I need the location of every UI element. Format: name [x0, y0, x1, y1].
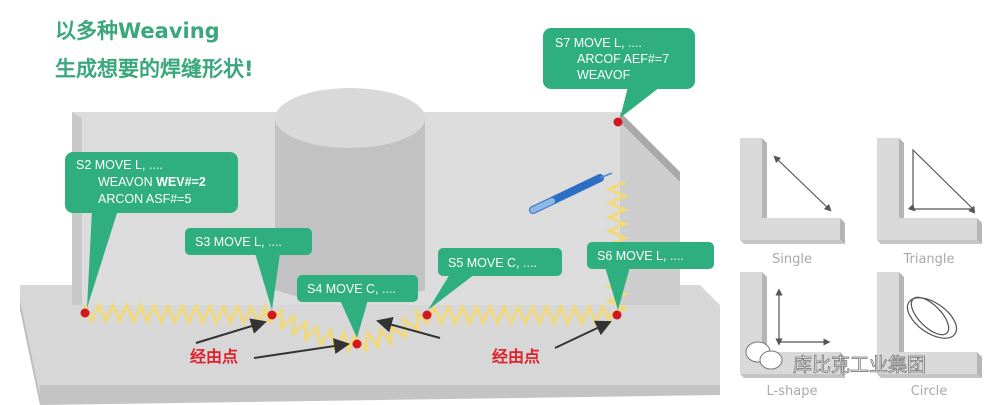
title-line-2: 生成想要的焊缝形状!	[55, 57, 254, 81]
weave-zigzag	[83, 180, 629, 355]
title-line-1: 以多种Weaving	[55, 19, 220, 43]
callout-s5: S5 MOVE C, ....	[428, 248, 562, 310]
svg-text:ARCOF AEF#=7: ARCOF AEF#=7	[577, 52, 669, 66]
welding-torch-icon	[529, 172, 613, 214]
pattern-label-l-shape: L-shape	[767, 384, 818, 399]
pattern-label-single: Single	[772, 252, 812, 267]
weave-pattern-circle	[877, 272, 982, 378]
teach-points	[80, 117, 623, 349]
pattern-motions	[773, 148, 973, 346]
svg-text:S6 MOVE L, ....: S6 MOVE L, ....	[597, 249, 684, 263]
via-arrows	[195, 316, 612, 359]
pattern-label-circle: Circle	[911, 384, 948, 399]
callout-s6: S6 MOVE L, ....	[587, 242, 714, 310]
svg-text:ARCON ASF#=5: ARCON ASF#=5	[98, 192, 191, 206]
callout-s3: S3 MOVE L, ....	[185, 228, 312, 310]
callout-s4: S4 MOVE C, ....	[297, 275, 418, 338]
via-point-label-right: 经由点	[492, 347, 540, 366]
weave-bead	[83, 180, 629, 355]
callout-s7: S7 MOVE L, .... ARCOF AEF#=7 WEAVOF	[543, 28, 695, 118]
svg-text:WEAVON WEV#=2: WEAVON WEV#=2	[98, 175, 206, 189]
svg-text:S3 MOVE L, ....: S3 MOVE L, ....	[195, 235, 282, 249]
watermark: 库比克工业集团	[793, 354, 926, 376]
svg-text:S5 MOVE C, ....: S5 MOVE C, ....	[448, 256, 537, 270]
callout-s2: S2 MOVE L, .... WEAVON WEV#=2 ARCON ASF#…	[65, 152, 238, 308]
wechat-icon	[745, 341, 783, 370]
svg-text:S4 MOVE C, ....: S4 MOVE C, ....	[307, 282, 396, 296]
svg-text:WEAVOF: WEAVOF	[577, 68, 631, 82]
svg-text:S2 MOVE L, ....: S2 MOVE L, ....	[76, 158, 163, 172]
weave-pattern-l-shape	[740, 272, 845, 378]
pattern-label-triangle: Triangle	[902, 252, 954, 267]
svg-text:S7 MOVE L, ....: S7 MOVE L, ....	[555, 36, 642, 50]
weave-pattern-single	[740, 138, 845, 244]
weave-pattern-triangle	[877, 138, 982, 244]
via-point-label-left: 经由点	[190, 347, 238, 366]
